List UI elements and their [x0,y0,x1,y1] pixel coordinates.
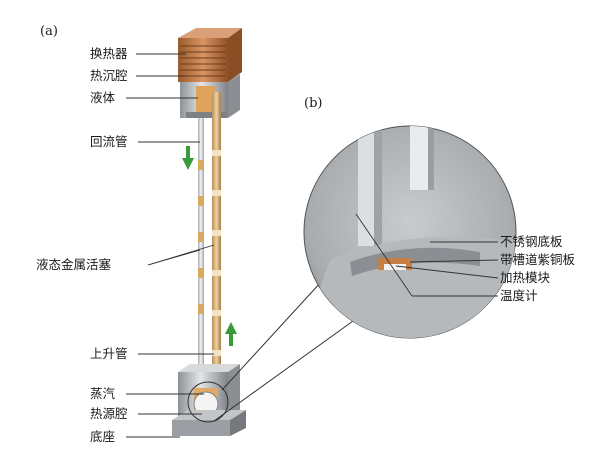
panel-tag-b: (b) [304,96,323,111]
leader-lines-b [355,213,499,297]
label-liquid-metal-piston: 液态金属活塞 [36,257,112,272]
label-liquid: 液体 [90,90,116,105]
zoom-detail-view [303,125,517,339]
heat-exchanger [178,28,242,82]
label-return-pipe: 回流管 [90,134,128,149]
label-riser-pipe: 上升管 [90,346,128,361]
detail-highlight-circle [187,381,229,423]
label-heat-exchanger: 换热器 [90,46,128,61]
label-grooved-copper-plate: 带槽道紫铜板 [500,252,576,267]
label-heating-module: 加热模块 [500,270,551,285]
label-heat-sink-cavity: 热沉腔 [90,68,128,83]
label-thermometer: 温度计 [500,288,538,303]
downflow-arrow-icon [182,146,194,170]
zoom-connector [213,269,361,422]
label-base: 底座 [90,429,116,444]
panel-tag-a: (a) [40,24,58,39]
label-heat-source-cavity: 热源腔 [90,406,128,421]
leader-lines-a [126,53,215,438]
label-stainless-bottom-plate: 不锈钢底板 [500,234,563,249]
riser-pipe [212,92,221,382]
upflow-arrow-icon [225,322,237,346]
base [172,410,246,436]
label-vapor: 蒸汽 [90,386,116,401]
